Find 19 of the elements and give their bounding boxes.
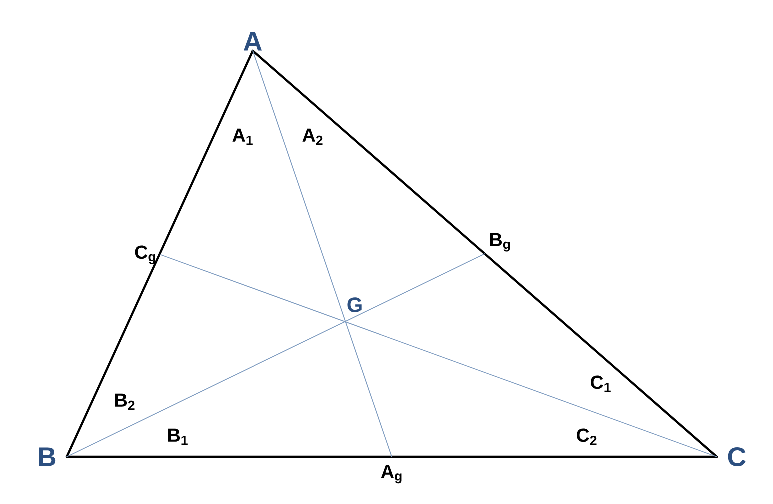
vertex-label: B bbox=[39, 448, 56, 466]
midpoint-label: C$_{g}$ bbox=[135, 246, 156, 264]
midpoint-label: A$_{g}$ bbox=[381, 465, 402, 484]
median-line bbox=[252, 50, 392, 458]
vertex-label: A bbox=[244, 32, 262, 51]
angle-label: A$_{1}$ bbox=[232, 128, 253, 146]
midpoint-label: B$_{g}$ bbox=[490, 233, 510, 252]
triangle-side bbox=[66, 50, 254, 458]
angle-label: A$_{2}$ bbox=[302, 128, 323, 146]
angle-label: B$_{2}$ bbox=[116, 394, 135, 410]
vertex-label: C bbox=[728, 447, 746, 467]
angle-label: B$_{1}$ bbox=[168, 428, 188, 446]
angle-label: C$_{1}$ bbox=[591, 376, 611, 392]
angle-label: C$_{2}$ bbox=[577, 428, 597, 446]
centroid-label: G bbox=[348, 298, 362, 312]
median-line bbox=[66, 254, 486, 458]
triangle-side bbox=[252, 50, 718, 458]
median-line bbox=[160, 254, 718, 458]
triangle-side bbox=[66, 456, 718, 458]
